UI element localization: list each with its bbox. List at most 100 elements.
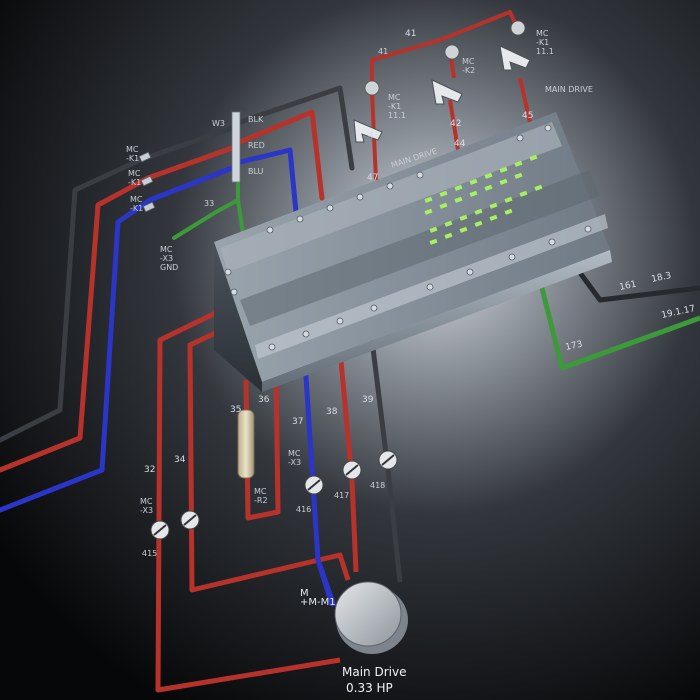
wire-green-right xyxy=(537,279,700,371)
wire-label-38: 38 xyxy=(326,407,338,417)
terminal-post xyxy=(231,111,241,183)
wire-black-39 xyxy=(369,339,403,583)
wire-group-left xyxy=(0,85,355,513)
w3-label: W3 xyxy=(212,119,225,128)
wire-label-35: 35 xyxy=(230,405,241,415)
switch-label-k2-text-line: -K2 xyxy=(462,66,475,75)
controller-middle-strip xyxy=(240,170,600,326)
switch-label-k1-a-text-line: -K1 xyxy=(388,102,401,111)
wire-label-36: 36 xyxy=(258,395,270,405)
fuse xyxy=(237,409,255,479)
switch-label-k2: MC-K2 xyxy=(462,57,475,75)
wire-black-right xyxy=(575,268,700,303)
wire-label-32: 32 xyxy=(144,465,155,475)
wire-label-44: 44 xyxy=(454,139,466,149)
switch-knob-1 xyxy=(364,80,380,96)
wire-label-37: 37 xyxy=(292,417,303,427)
wire-red-top-e xyxy=(518,77,532,123)
switch-label-k1-b-text-line: -K1 xyxy=(536,38,549,47)
color-label-red: RED xyxy=(248,141,265,150)
wire-label-39: 39 xyxy=(362,395,374,405)
left-mc-clips xyxy=(138,151,156,213)
left-mc-label-1-line: -K1 xyxy=(126,154,139,163)
wire-black-up xyxy=(237,85,355,171)
switch-knob-3 xyxy=(510,20,526,36)
round-connectors xyxy=(150,450,398,540)
wire-label-34: 34 xyxy=(174,455,186,465)
wire-red-top-d xyxy=(448,99,460,151)
left-mc-label-3: MC-K1 xyxy=(130,195,143,213)
wire-group-right xyxy=(537,268,700,371)
connector-417 xyxy=(342,460,362,480)
controller-leds xyxy=(424,154,543,245)
mc-x3-mid-label-line: -X3 xyxy=(288,458,301,467)
wire-red-38 xyxy=(337,349,359,573)
controller-screws xyxy=(224,124,592,351)
controller-side-face xyxy=(214,242,262,392)
connector-34 xyxy=(180,510,200,530)
controller-module xyxy=(214,112,612,392)
gnd-label-line: MC xyxy=(160,245,173,254)
mc-x3-left-label-line: MC xyxy=(140,497,153,506)
switch-label-k1-b-text-line: 11.1 xyxy=(536,47,554,56)
gnd-label-line: GND xyxy=(160,263,178,272)
switch-levers xyxy=(353,45,531,143)
connector-415 xyxy=(150,520,170,540)
switch-label-k1-b-text: MC xyxy=(536,29,549,38)
motor-tag-line: +M-M1 xyxy=(300,597,336,608)
left-mc-label-3-line: -K1 xyxy=(130,204,143,213)
left-mc-label-1-line: MC xyxy=(126,145,139,154)
switch-label-k1-a-text-line: 11.1 xyxy=(388,111,406,120)
green-wire-num: 33 xyxy=(204,199,214,208)
wire-green-gnd xyxy=(172,178,240,240)
motor xyxy=(334,581,408,654)
controller-front-face xyxy=(262,250,612,392)
gnd-label-line: -X3 xyxy=(160,254,173,263)
left-mc-label-2-line: MC xyxy=(128,169,141,178)
motor-name: Main Drive xyxy=(342,665,406,679)
wire-red-34 xyxy=(187,322,351,593)
wire-blue-up xyxy=(237,147,299,215)
right-label-18-3: 18.3 xyxy=(651,271,673,285)
color-label-blu: BLU xyxy=(248,167,264,176)
motor-hp: 0.33 HP xyxy=(346,681,393,695)
conn-label-417: 417 xyxy=(334,491,349,500)
fuse-label-line: -R2 xyxy=(254,496,268,505)
color-label-blk: BLK xyxy=(248,115,264,124)
switch-label-k2-text: MC xyxy=(462,57,475,66)
mc-x3-mid-label-line: MC xyxy=(288,449,301,458)
main-drive-top: MAIN DRIVE xyxy=(545,85,593,94)
fuse-label-line: MC xyxy=(254,487,267,496)
mc-x3-left-label-line: -X3 xyxy=(140,506,153,515)
conn-label-418: 418 xyxy=(370,481,385,490)
connector-418 xyxy=(378,450,398,470)
switch-num-1: 41 xyxy=(378,47,388,56)
wire-label-47: 47 xyxy=(367,173,378,183)
wire-label-45: 45 xyxy=(522,111,533,121)
wire-label-43: 43 xyxy=(368,131,379,141)
mc-x3-left-label: MC-X3 xyxy=(140,497,153,515)
connector-416 xyxy=(304,475,324,495)
switch-label-k1-a-text: MC xyxy=(388,93,401,102)
left-mc-label-1: MC-K1 xyxy=(126,145,139,163)
wire-red-32 xyxy=(155,302,341,693)
switch-knob-2 xyxy=(444,44,460,60)
left-mc-label-2-line: -K1 xyxy=(128,178,141,187)
right-label-161: 161 xyxy=(619,280,638,293)
mc-x3-mid-label: MC-X3 xyxy=(288,449,301,467)
wire-red-left xyxy=(0,145,235,473)
wire-black-left xyxy=(0,125,235,443)
fuse-label: MC-R2 xyxy=(254,487,268,505)
wire-red-top-a xyxy=(370,10,520,92)
wire-blue-motor xyxy=(315,559,337,607)
motor-tag: M+M-M1 xyxy=(300,588,336,608)
wire-label-41: 41 xyxy=(405,29,416,39)
wire-label-42: 42 xyxy=(450,119,461,129)
controller-top-strip xyxy=(220,122,562,272)
